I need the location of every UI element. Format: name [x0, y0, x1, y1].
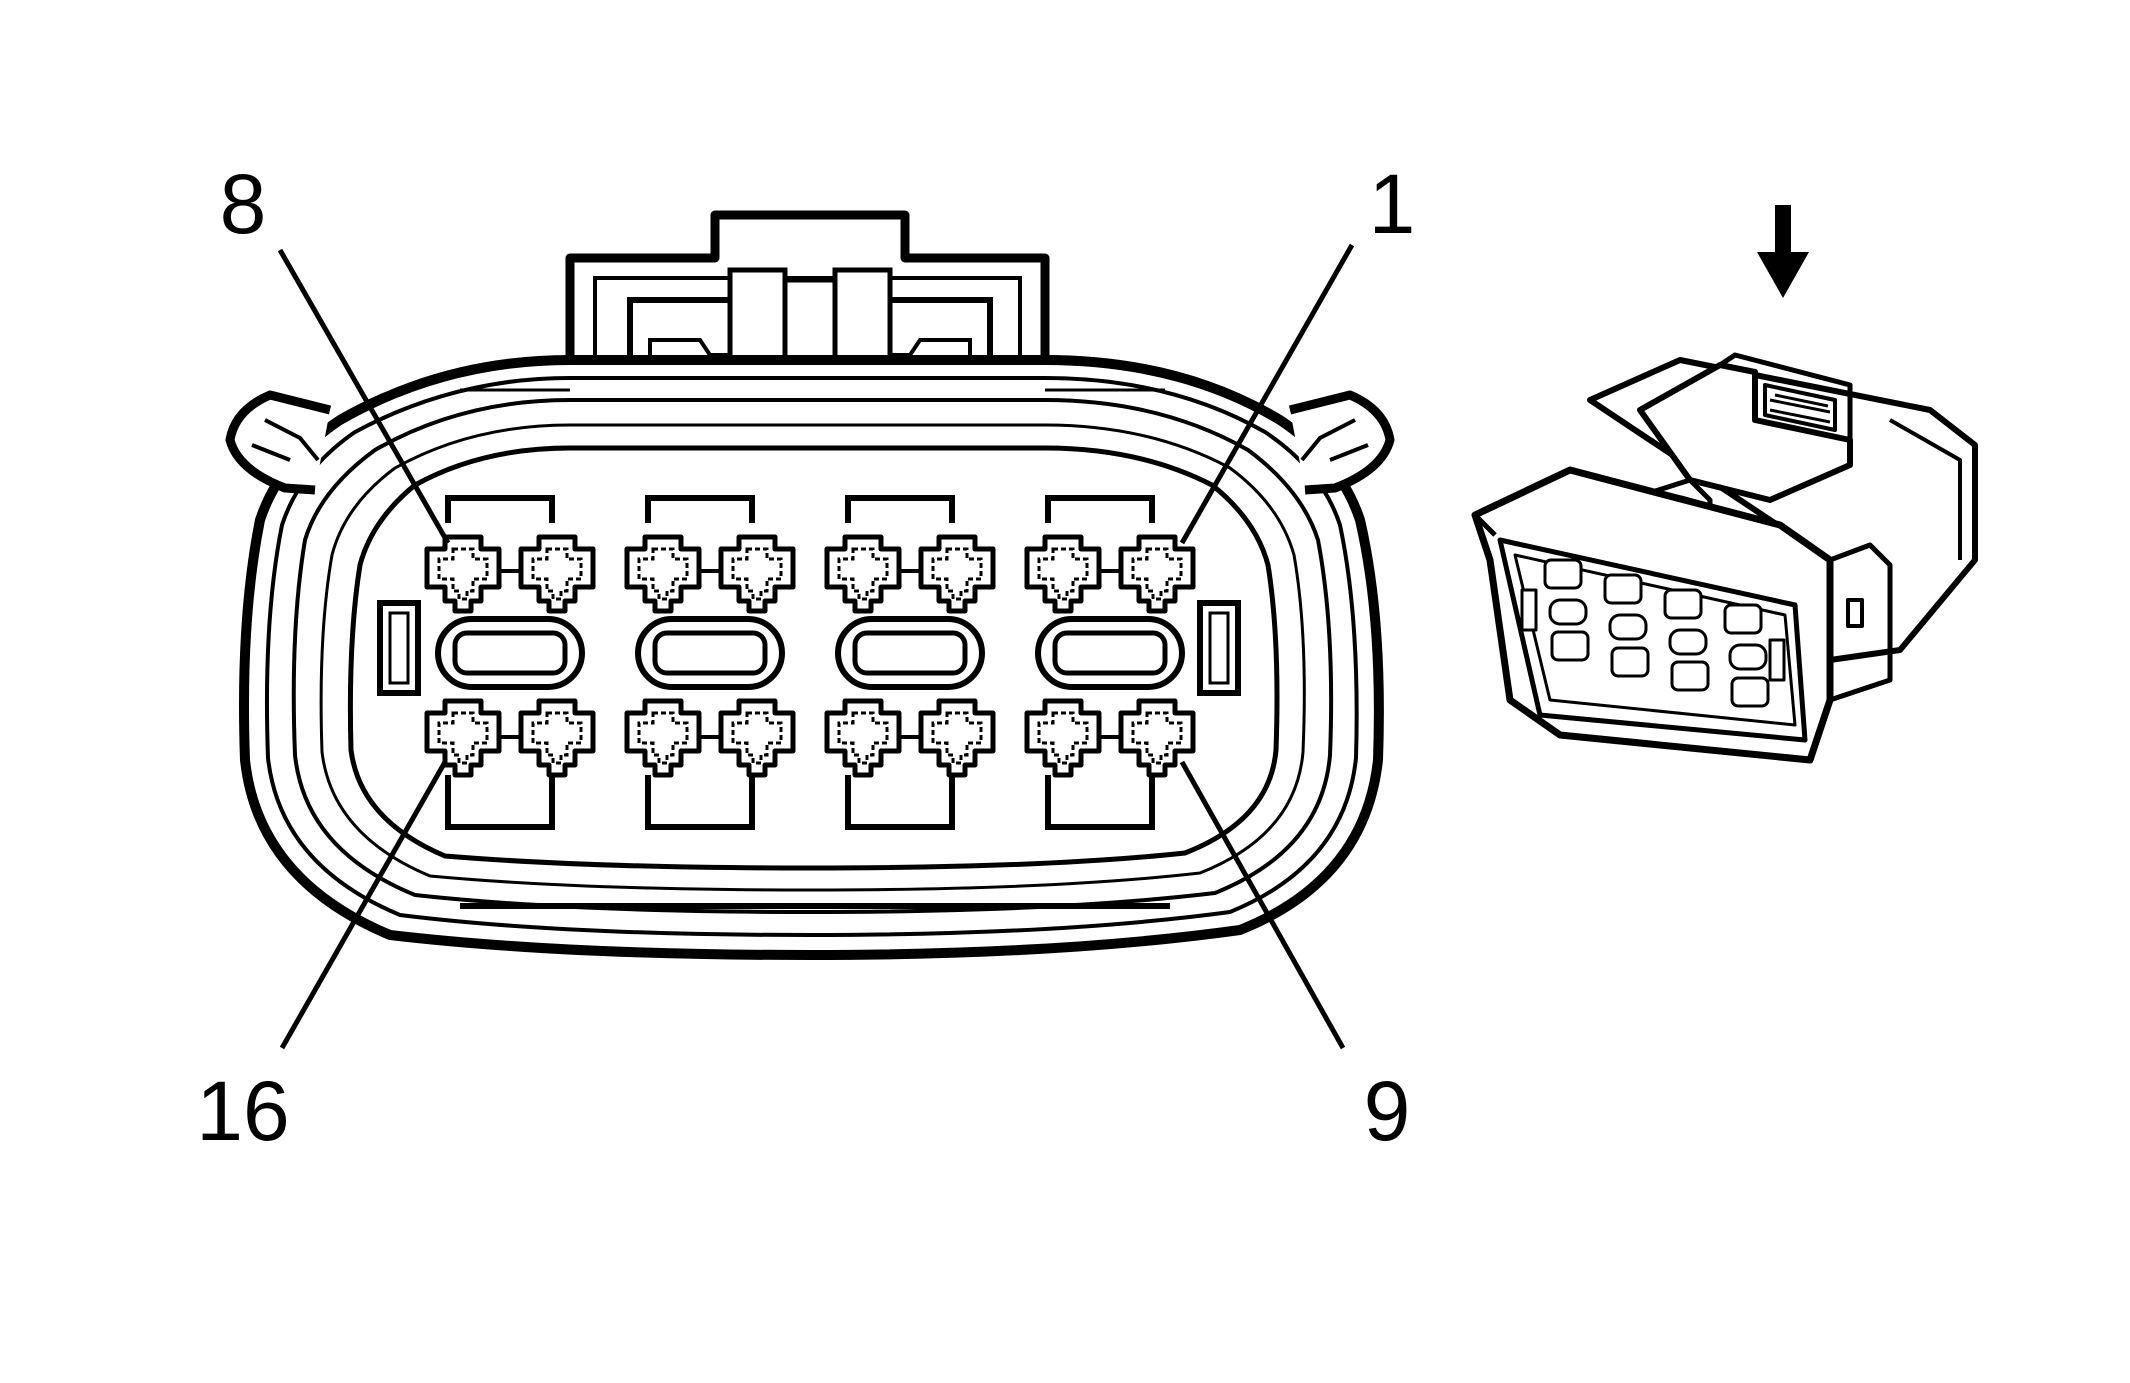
leader-line-pin-8	[277, 248, 451, 545]
leader-line-pin-16	[279, 760, 448, 1050]
pin-label-16: 16	[196, 1064, 289, 1158]
pin-label-1: 1	[1369, 157, 1416, 251]
connector-front-view	[225, 210, 1395, 960]
connector-shell	[239, 355, 1384, 960]
leader-line-pin-1	[1179, 243, 1355, 545]
connector-isometric-view	[1471, 352, 1978, 764]
leader-lines	[277, 243, 1355, 1050]
down-arrow-icon	[1757, 205, 1809, 298]
leader-line-pin-9	[1179, 760, 1346, 1050]
pin-label-9: 9	[1364, 1064, 1411, 1158]
pin-label-8: 8	[220, 157, 267, 251]
